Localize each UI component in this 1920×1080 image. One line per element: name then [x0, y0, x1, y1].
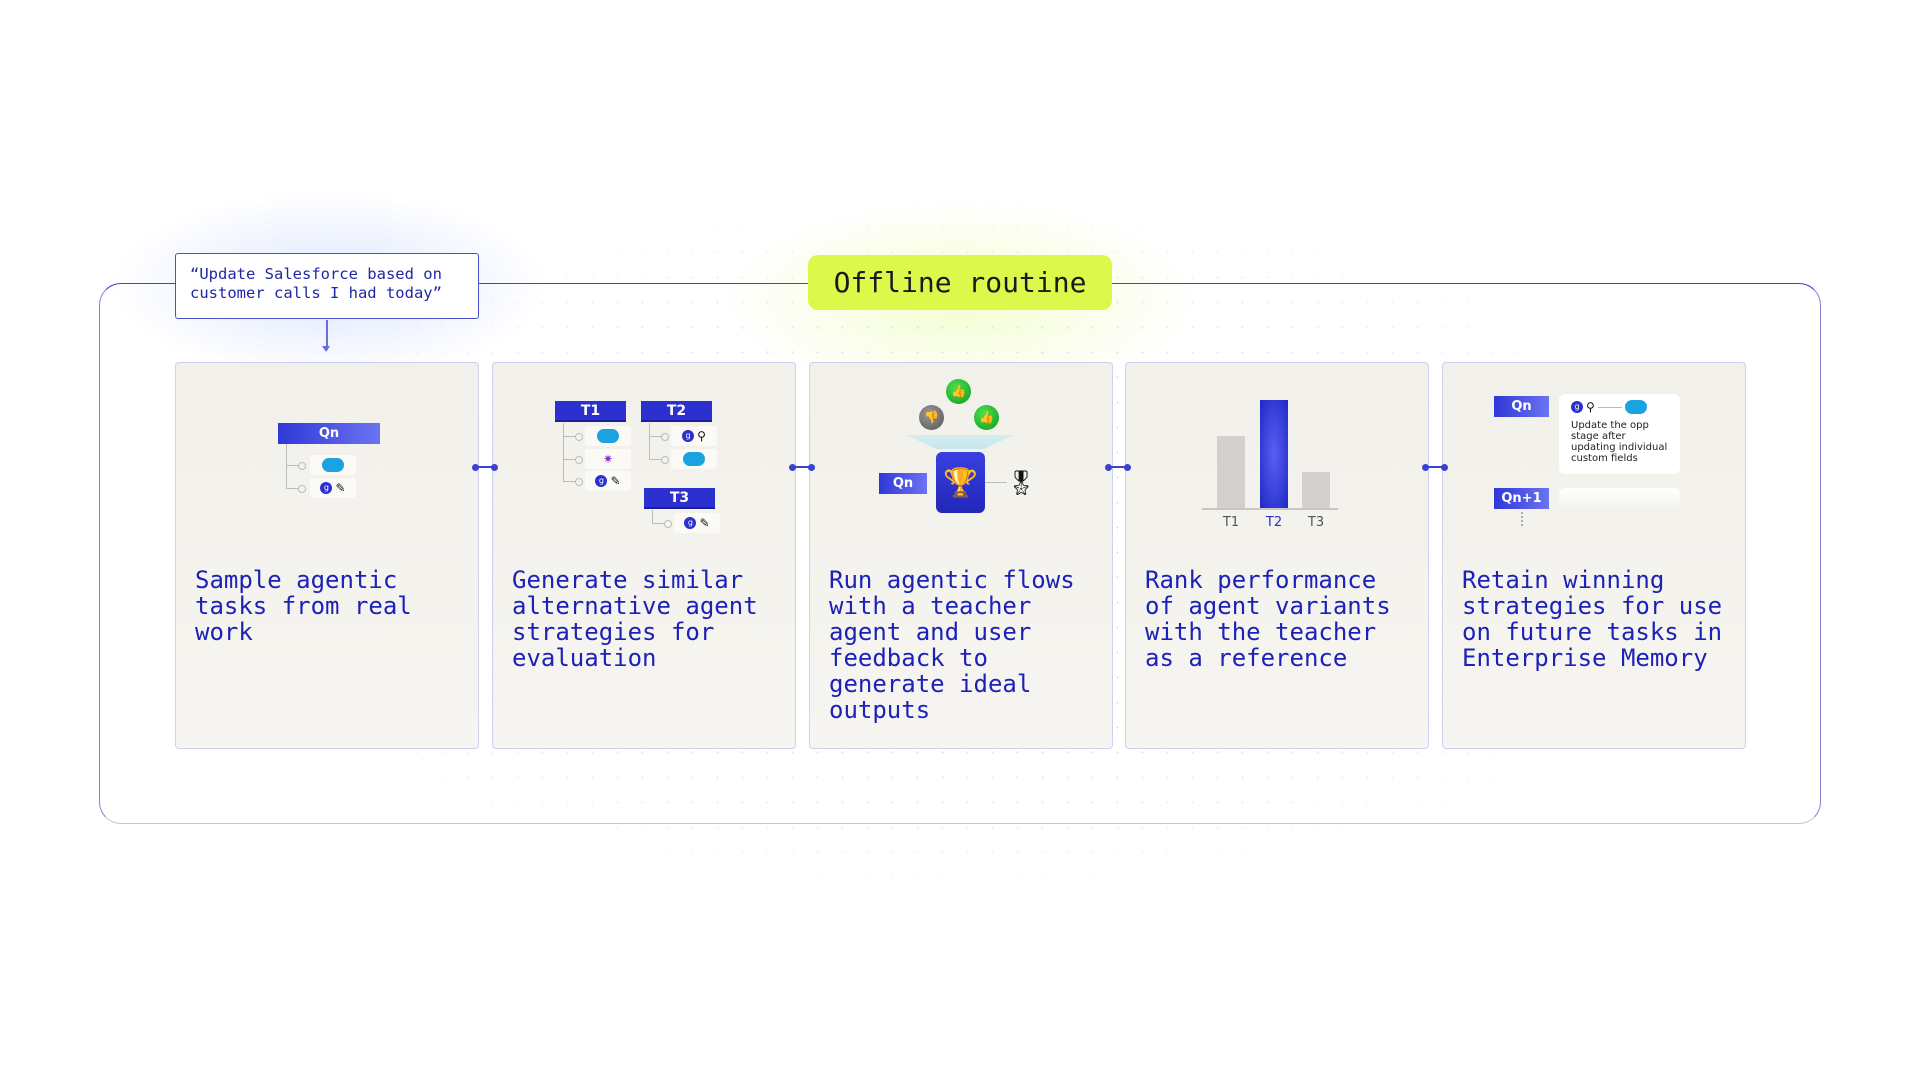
trophy-icon: 🏆 — [936, 452, 985, 513]
tool-row: g⚲ — [671, 426, 717, 446]
bar-t2 — [1260, 400, 1288, 508]
tool-row — [585, 426, 631, 446]
step-text: Run agentic flows with a teacher agent a… — [829, 566, 1075, 724]
step-text: Rank performance of agent variants with … — [1145, 566, 1391, 672]
branch — [286, 485, 306, 493]
arrow-down-icon — [323, 320, 329, 352]
search-icon: ⚲ — [697, 429, 706, 443]
bar-t3 — [1302, 472, 1330, 508]
memory-tools: g⚲ — [1571, 400, 1668, 414]
award-ribbon-icon: 🎖 — [1006, 469, 1037, 497]
memory-text: Update the opp stage after updating indi… — [1571, 420, 1668, 464]
bar-label: T3 — [1307, 515, 1325, 530]
puzzle-icon: ✷ — [602, 452, 614, 466]
funnel-shape — [906, 435, 1014, 449]
step-text: Sample agentic tasks from real work — [195, 566, 412, 646]
qn-label: Qn — [318, 426, 340, 441]
empty-memory-card — [1559, 488, 1680, 510]
step-card-sample: Qn g✎ Sample agentic tasks from real wor… — [175, 362, 479, 749]
branch — [652, 520, 672, 528]
tool-row — [671, 449, 717, 469]
branch — [563, 433, 583, 441]
branch — [563, 478, 583, 486]
bar-label: T1 — [1222, 515, 1240, 530]
g-icon: g — [595, 475, 608, 487]
ellipsis-dots — [1521, 512, 1523, 526]
step-card-retain: Qn g⚲ Update the opp stage after updatin… — [1442, 362, 1746, 749]
branch — [286, 462, 306, 470]
branch — [649, 433, 669, 441]
step-card-generate: T1 T2 T3 ✷ g✎ g⚲ g✎ Generate similar alt… — [492, 362, 796, 749]
connector-line — [985, 482, 1007, 483]
tree-line — [563, 423, 564, 481]
qn-tag: Qn — [879, 473, 927, 494]
connector — [472, 463, 498, 471]
connector — [1105, 463, 1131, 471]
g-icon: g — [684, 517, 697, 529]
qn-tag: Qn — [1494, 396, 1549, 417]
salesforce-icon — [1624, 400, 1647, 414]
connector — [789, 463, 815, 471]
tree-line — [286, 444, 287, 489]
connector — [1422, 463, 1448, 471]
pencil-icon: ✎ — [335, 481, 346, 495]
bar-label: T2 — [1265, 515, 1283, 530]
tree-line — [649, 423, 650, 459]
user-query-box: “Update Salesforce based on customer cal… — [175, 253, 479, 319]
salesforce-icon — [597, 429, 619, 443]
tree-line — [652, 510, 653, 523]
thumbs-up-icon: 👍 — [946, 379, 971, 404]
tool-row: ✷ — [585, 449, 631, 469]
t3-tag: T3 — [644, 488, 715, 509]
memory-card: g⚲ Update the opp stage after updating i… — [1559, 394, 1680, 474]
connector-line — [1597, 406, 1622, 408]
qn-plus-1-tag: Qn+1 — [1494, 488, 1549, 509]
search-icon: ⚲ — [1586, 400, 1595, 414]
g-icon: g — [1571, 401, 1583, 413]
t1-tag: T1 — [555, 401, 626, 422]
thumbs-up-icon: 👍 — [974, 405, 999, 430]
tool-row: g✎ — [674, 513, 720, 533]
tool-row: g✎ — [310, 478, 356, 498]
step-text: Retain winning strategies for use on fut… — [1462, 566, 1723, 672]
t2-tag: T2 — [641, 401, 712, 422]
salesforce-icon — [322, 458, 344, 472]
pencil-icon: ✎ — [610, 474, 621, 488]
qn-tag: Qn — [278, 423, 380, 444]
step-card-run: 👍 👎 👍 Qn 🏆 🎖 Run agentic flows with a te… — [809, 362, 1113, 749]
thumbs-down-icon: 👎 — [919, 405, 944, 430]
g-icon: g — [320, 482, 333, 494]
g-icon: g — [682, 430, 695, 442]
salesforce-icon — [683, 452, 705, 466]
offline-routine-title: Offline routine — [808, 255, 1112, 310]
tool-row — [310, 455, 356, 475]
chart-baseline — [1202, 508, 1338, 510]
tool-row: g✎ — [585, 471, 631, 491]
pencil-icon: ✎ — [699, 516, 710, 530]
step-card-rank: T1 T2 T3 Rank performance of agent variant… — [1125, 362, 1429, 749]
bar-t1 — [1217, 435, 1245, 508]
branch — [563, 456, 583, 464]
branch — [649, 456, 669, 464]
step-text: Generate similar alternative agent strat… — [512, 566, 758, 672]
